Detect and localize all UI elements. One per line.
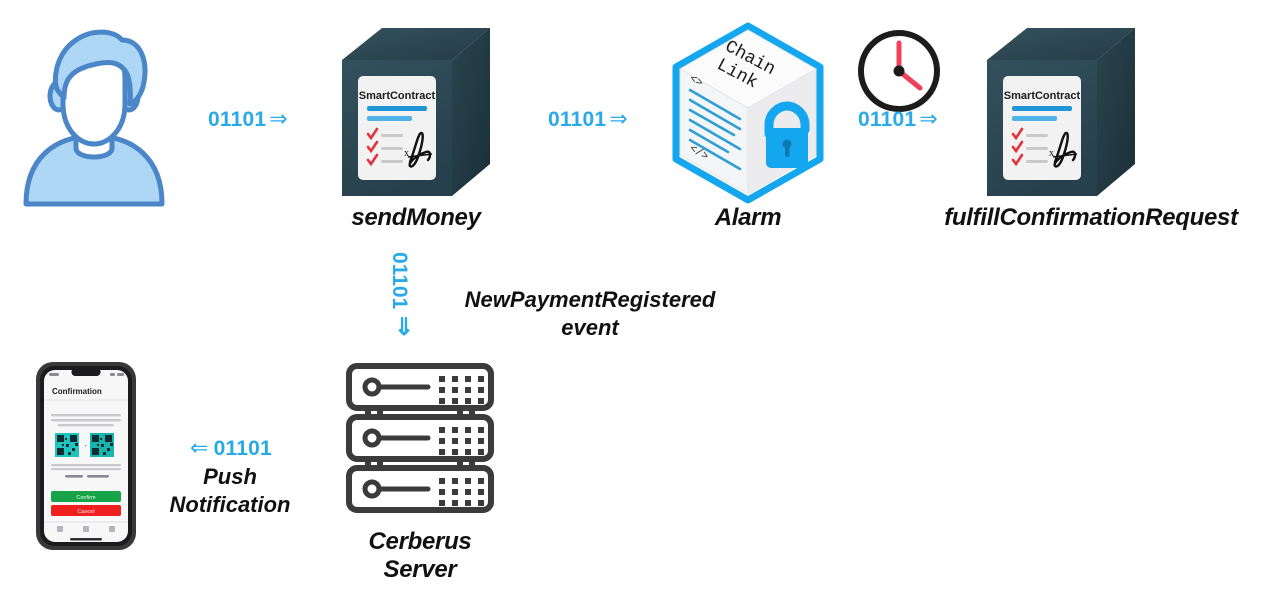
server-rack-icon bbox=[346, 363, 494, 513]
qr-code-right bbox=[90, 433, 114, 457]
arrow-right-icon: ⇒ bbox=[919, 106, 938, 131]
flow-label-clock-to-fulfill: 01101⇒ bbox=[858, 106, 938, 132]
phone-node: Confirmation + bbox=[32, 358, 140, 554]
flow-label-server-to-phone: ⇐01101 bbox=[190, 435, 272, 461]
flow-bits: 01101 bbox=[858, 108, 917, 131]
clock-node bbox=[854, 26, 944, 116]
user-avatar-node bbox=[14, 26, 174, 207]
smart-contract-cube-icon: SmartContract x bbox=[987, 28, 1135, 196]
svg-text:Cancel: Cancel bbox=[77, 509, 94, 515]
signature-mark-x: x bbox=[1049, 148, 1054, 159]
clock-icon bbox=[858, 30, 940, 112]
event-label-new-payment-registered: NewPaymentRegistered event bbox=[450, 286, 730, 341]
flow-bits: 01101 bbox=[548, 108, 607, 131]
padlock-icon bbox=[764, 101, 810, 168]
event-label-line2: event bbox=[561, 314, 619, 340]
svg-text:Confirm: Confirm bbox=[76, 495, 96, 501]
chainlink-cube-icon: Chain Link <> </> bbox=[672, 22, 824, 204]
alarm-caption: Alarm bbox=[714, 204, 782, 231]
smart-contract-card-title: SmartContract bbox=[1004, 90, 1081, 102]
arrow-right-icon: ⇒ bbox=[609, 106, 628, 131]
code-open-bracket: <> bbox=[687, 73, 704, 90]
send-money-node: SmartContract x bbox=[340, 26, 492, 202]
svg-text:+: + bbox=[84, 444, 88, 450]
flow-bits: 01101 bbox=[208, 108, 267, 131]
flow-arrow-down-sendmoney-to-server: ⇓ bbox=[394, 313, 414, 342]
send-money-caption: sendMoney bbox=[351, 204, 481, 231]
phone-cancel-button bbox=[51, 505, 121, 516]
event-label-line1: NewPaymentRegistered bbox=[464, 287, 716, 312]
smart-contract-cube-icon: SmartContract x bbox=[342, 28, 490, 196]
smartphone-icon: Confirmation + bbox=[36, 362, 136, 550]
flow-label-user-to-sendmoney: 01101⇒ bbox=[208, 106, 288, 132]
fulfill-confirmation-request-node: SmartContract x bbox=[985, 26, 1137, 202]
cerberus-server-caption: Cerberus Server bbox=[340, 528, 500, 583]
arrow-right-icon: ⇒ bbox=[269, 106, 288, 131]
flow-bits: 01101 bbox=[388, 252, 411, 310]
flow-label-sendmoney-to-server-bits: 01101 bbox=[387, 252, 411, 309]
arrow-down-icon: ⇓ bbox=[394, 314, 415, 341]
cerberus-server-caption-line1: Cerberus bbox=[368, 528, 472, 555]
arrow-left-icon: ⇐ bbox=[190, 435, 209, 460]
fulfill-confirmation-request-caption: fulfillConfirmationRequest bbox=[944, 204, 1238, 231]
user-avatar-icon bbox=[23, 29, 165, 207]
alarm-node: Chain Link <> </> bbox=[668, 22, 828, 204]
smart-contract-card-title: SmartContract bbox=[359, 90, 436, 102]
cerberus-server-node bbox=[344, 362, 496, 514]
push-notification-label-line1: Push bbox=[203, 464, 257, 489]
push-notification-label: Push Notification bbox=[155, 463, 305, 518]
qr-code-left bbox=[55, 433, 79, 457]
phone-confirm-button bbox=[51, 491, 121, 502]
flow-label-sendmoney-to-alarm: 01101⇒ bbox=[548, 106, 628, 132]
flow-bits: 01101 bbox=[213, 437, 272, 460]
push-notification-label-line2: Notification bbox=[169, 491, 291, 517]
phone-screen-title: Confirmation bbox=[52, 387, 102, 396]
signature-mark-x: x bbox=[404, 148, 409, 159]
cerberus-server-caption-line2: Server bbox=[383, 555, 457, 583]
